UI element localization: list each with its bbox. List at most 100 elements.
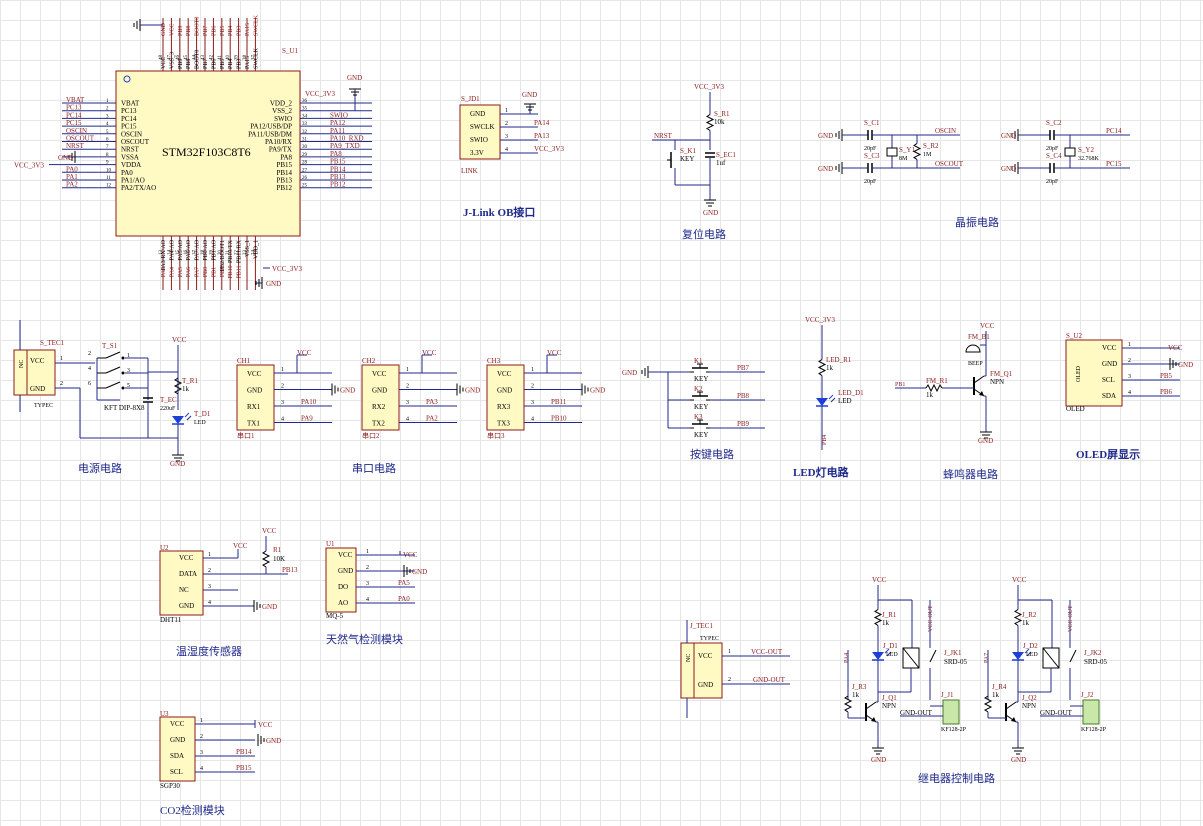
net-label: VCC [547, 349, 562, 357]
pin-name: PB8 [186, 59, 192, 69]
pin-name: NC [179, 586, 189, 594]
pin-number: 20 [218, 250, 223, 256]
net-label: BOOT0 [195, 17, 201, 36]
section-title: 继电器控制电路 [918, 771, 995, 785]
net-label: VCC [422, 349, 437, 357]
net-label: NRST [654, 132, 673, 140]
pin-number: 4 [505, 147, 508, 153]
pin-number: 14 [167, 250, 172, 256]
net-label: PA14 [534, 119, 550, 127]
pin-name: PB4 [228, 59, 234, 69]
pin-name: VSS_1 [245, 240, 251, 257]
wire [902, 647, 920, 669]
resistor [843, 690, 853, 718]
net-label: PA0 [66, 165, 78, 173]
serial-body [236, 364, 275, 431]
wire [186, 415, 192, 421]
section-title: 温湿度传感器 [176, 644, 242, 658]
pin-name: PB7 [203, 59, 209, 69]
net-label: PB4 [228, 26, 234, 36]
pin-number: 3 [406, 400, 409, 406]
wire [884, 648, 890, 654]
ground-symbol [403, 565, 411, 577]
net-label: PB13 [282, 566, 298, 574]
pin-name: PB14 [276, 169, 292, 177]
net-label: GND [818, 165, 833, 173]
net-label: PB8 [186, 26, 192, 36]
wire [105, 351, 121, 359]
part-ref: J_Q2 [1022, 694, 1037, 702]
wire [886, 651, 892, 657]
net-label: PB13 [330, 173, 346, 181]
wire [828, 394, 834, 400]
pin-name: VCC [170, 720, 185, 728]
serial-body [486, 364, 525, 431]
net-label: VCC [297, 349, 312, 357]
ground-symbol [524, 103, 536, 111]
net-label: GND [412, 568, 427, 576]
net-label: PA5 [178, 267, 184, 277]
ground-symbol [257, 734, 265, 746]
net-label: PA0 [398, 595, 410, 603]
part-ref: U3 [160, 710, 169, 718]
pin-name: NC [19, 360, 25, 368]
pin-number: 1 [60, 356, 63, 362]
resistor [173, 372, 183, 400]
pin-name: DO [338, 583, 348, 591]
net-label: VCC [258, 721, 273, 729]
pin-name: PB6 [211, 59, 217, 69]
pin-name: VCC [497, 370, 512, 378]
pin-number: 3 [208, 584, 211, 590]
typec-shell [13, 349, 28, 396]
pin-number: 17 [193, 250, 198, 256]
part-name: MQ-5 [326, 612, 344, 620]
net-label: GND-OUT [1040, 709, 1073, 717]
part-value: SRD-05 [944, 658, 967, 666]
part-name: 串口3 [487, 432, 505, 440]
pin-number: 4 [281, 417, 284, 423]
pin-number: 23 [243, 250, 248, 256]
net-label: PA3 [161, 267, 167, 277]
ground-symbol [349, 88, 361, 96]
pin-name: PB13 [276, 177, 292, 185]
ground-symbol [641, 366, 649, 378]
pin-number: 3 [106, 114, 109, 119]
part-value: 20pF [864, 179, 877, 185]
pin-name: VBAT [121, 100, 140, 108]
ground-symbol [68, 150, 76, 163]
pin-number: 8 [106, 153, 109, 158]
pin-number: 1 [127, 353, 130, 359]
mcu-stm32: S_U1STM32F103C8T6VCC48GNDVSS_347VCCPB946… [14, 14, 372, 290]
led-icon [172, 412, 192, 425]
net-label: GND [818, 132, 833, 140]
net-label: VCC_3V3 [14, 162, 44, 170]
net-label: PB7 [737, 364, 750, 372]
pin-number: 40 [226, 55, 231, 61]
pin-number: 2 [1128, 358, 1131, 364]
part-value: 20pF [1046, 179, 1059, 185]
pin-name: TX1 [247, 420, 260, 428]
typec-body [26, 349, 56, 396]
net-label: PB4 [822, 435, 828, 445]
part-value: KF128-2P [941, 727, 967, 733]
pin-name: PC13 [121, 107, 137, 115]
wire [261, 550, 271, 568]
net-label: PC15 [66, 119, 82, 127]
part-ref: J_R1 [882, 611, 897, 619]
crystal-icon [1064, 147, 1076, 157]
part-ref: J_JK1 [944, 649, 962, 657]
net-label: PB12 [330, 181, 346, 189]
net-label: GND [1001, 165, 1016, 173]
pin-number: 19 [209, 250, 214, 256]
ground-symbol [456, 383, 464, 396]
pin-number: 29 [302, 153, 308, 158]
part-ref: S_U2 [1066, 332, 1082, 340]
dht-body [159, 550, 204, 616]
pin-number: 1 [505, 108, 508, 114]
power-net-label: VCC_3V3 [805, 316, 835, 324]
part-name: OLED [1066, 405, 1085, 413]
part-ref: J_D2 [1023, 642, 1038, 650]
pin-name: NRST [121, 146, 140, 154]
